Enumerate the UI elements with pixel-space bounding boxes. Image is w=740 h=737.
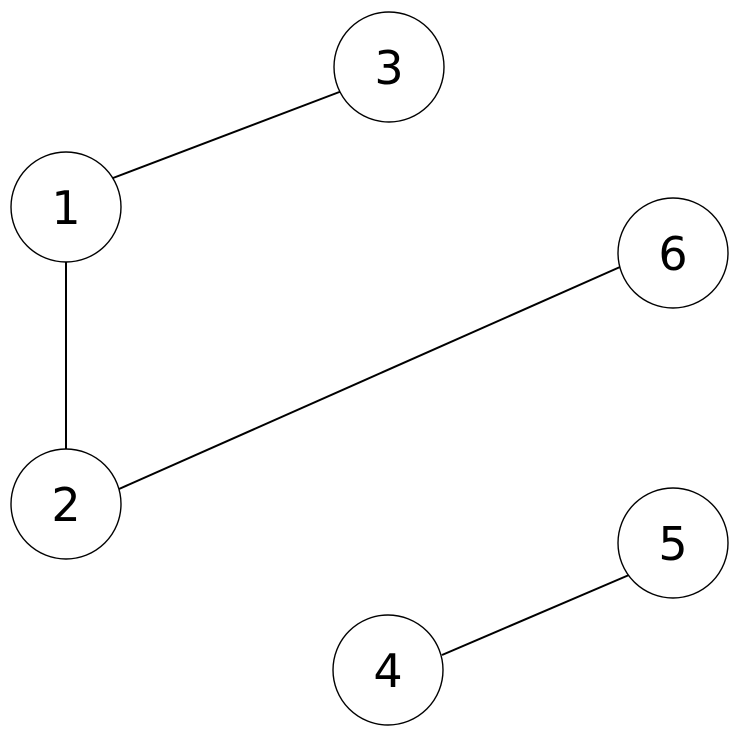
- node-5-circle[interactable]: [617, 487, 729, 599]
- node-1-circle[interactable]: [10, 151, 122, 263]
- node-6-label: 6: [658, 227, 687, 281]
- node-3[interactable]: 3: [333, 11, 445, 123]
- node-6-circle[interactable]: [617, 197, 729, 309]
- node-2[interactable]: 2: [10, 448, 122, 560]
- edge-2-6: [118, 266, 621, 490]
- node-2-circle[interactable]: [10, 448, 122, 560]
- node-4-label: 4: [373, 644, 402, 698]
- node-4[interactable]: 4: [332, 614, 444, 726]
- node-6[interactable]: 6: [617, 197, 729, 309]
- node-3-label: 3: [374, 41, 403, 95]
- edges-group: [65, 90, 630, 656]
- node-2-label: 2: [51, 478, 80, 532]
- node-1[interactable]: 1: [10, 151, 122, 263]
- node-5[interactable]: 5: [617, 487, 729, 599]
- node-1-label: 1: [51, 181, 80, 235]
- edge-1-3: [112, 90, 343, 179]
- node-4-circle[interactable]: [332, 614, 444, 726]
- nodes-group: 1 2 3 4 5 6: [10, 11, 729, 726]
- edge-4-5: [441, 574, 630, 656]
- node-3-circle[interactable]: [333, 11, 445, 123]
- node-5-label: 5: [658, 517, 687, 571]
